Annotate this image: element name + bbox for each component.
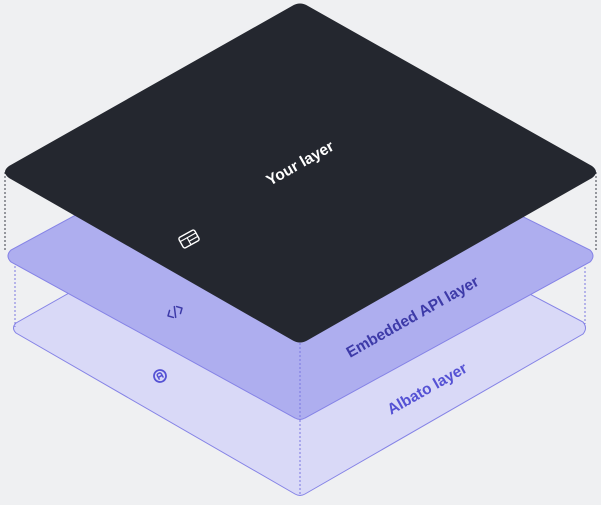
your-layer-plane [5, 3, 596, 343]
your-layer: Your layer [5, 3, 596, 343]
lower-connectors [14, 259, 586, 494]
code-icon [167, 305, 183, 319]
browser-window-icon [178, 229, 200, 249]
upper-connectors [4, 172, 597, 420]
albato-logo-icon [153, 369, 167, 383]
